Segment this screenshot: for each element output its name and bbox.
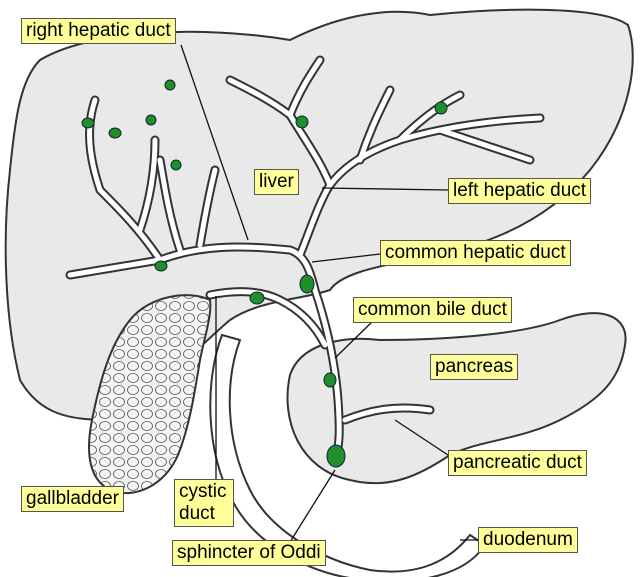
label-cystic-duct: cystic duct bbox=[174, 479, 234, 527]
label-liver: liver bbox=[254, 169, 299, 195]
label-common-bile-duct: common bile duct bbox=[353, 297, 512, 323]
label-right-hepatic-duct: right hepatic duct bbox=[21, 18, 176, 44]
pancreas-shape bbox=[286, 312, 627, 485]
leader-lines bbox=[180, 44, 480, 543]
duct-nodes bbox=[81, 79, 448, 468]
bile-ducts bbox=[65, 55, 545, 465]
label-pancreatic-duct: pancreatic duct bbox=[448, 450, 587, 476]
label-cystic-duct-line2: duct bbox=[179, 503, 215, 524]
label-sphincter-of-oddi: sphincter of Oddi bbox=[172, 540, 326, 566]
label-cystic-duct-line1: cystic bbox=[179, 481, 227, 502]
label-left-hepatic-duct: left hepatic duct bbox=[448, 178, 592, 204]
label-gallbladder: gallbladder bbox=[21, 486, 124, 512]
label-duodenum: duodenum bbox=[478, 527, 578, 553]
label-pancreas: pancreas bbox=[430, 354, 519, 380]
label-common-hepatic-duct: common hepatic duct bbox=[380, 240, 571, 266]
